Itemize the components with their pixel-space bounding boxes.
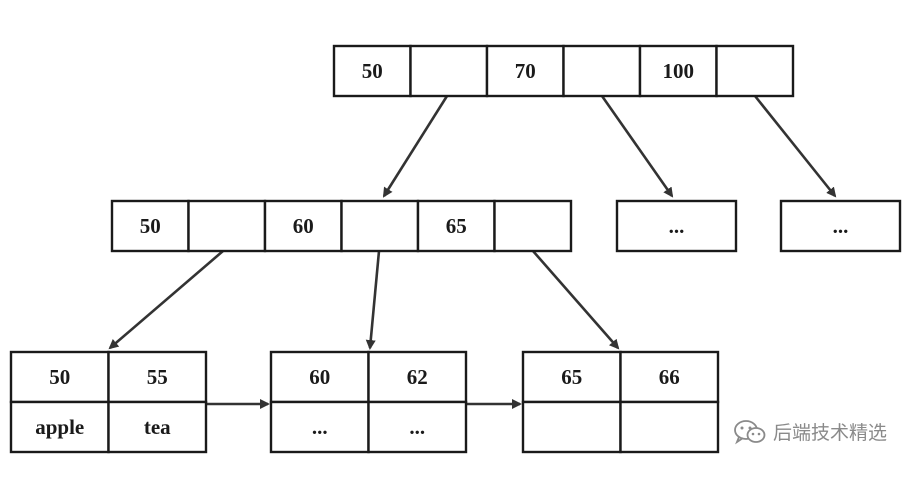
leaf-node-2: 65 66 bbox=[521, 350, 720, 454]
root-node-cell-2-label: 70 bbox=[515, 59, 536, 83]
leaf-node-0-value-0-label: apple bbox=[35, 415, 84, 439]
level1-collapsed-node-1-cell-label: ... bbox=[833, 214, 849, 238]
root-node-cell-1-box bbox=[409, 44, 489, 98]
root-node-cell-3-box bbox=[562, 44, 642, 98]
leaf-node-0-value-0: apple bbox=[9, 400, 110, 454]
leaf-node-2-key-0-label: 65 bbox=[561, 365, 582, 389]
root-node-cell-0-label: 50 bbox=[362, 59, 383, 83]
root-node-cell-0-box bbox=[332, 44, 412, 98]
leaf-node-0: 50 55 apple tea bbox=[9, 350, 208, 454]
edge-internal-to-leaf-2 bbox=[532, 250, 620, 350]
leaf-node-1-value-0-box bbox=[269, 400, 370, 454]
leaf-node-2-value-0-box bbox=[521, 400, 622, 454]
leaf-node-1-value-0: ... bbox=[269, 400, 370, 454]
root-node-cell-1 bbox=[409, 44, 489, 98]
leaf-node-1-value-1-label: ... bbox=[409, 415, 425, 439]
watermark-text: 后端技术精选 bbox=[773, 422, 888, 444]
level1-internal-node-cell-3-box bbox=[340, 199, 420, 253]
level1-internal-node-cell-3 bbox=[340, 199, 420, 253]
level1-collapsed-node-1-cell-box bbox=[779, 199, 902, 253]
leaf-node-2-key-0: 65 bbox=[521, 350, 622, 404]
wechat-icon bbox=[734, 419, 766, 444]
leaf-node-0-value-0-box bbox=[9, 400, 110, 454]
edge-root-to-collapsed-1 bbox=[753, 95, 837, 198]
level1-internal-node-cell-5 bbox=[493, 199, 573, 253]
level1-internal-node-cell-4-box bbox=[416, 199, 496, 253]
tree-edges bbox=[108, 95, 837, 409]
root-node-cell-0: 50 bbox=[332, 44, 412, 98]
leaf-node-2-value-1-box bbox=[619, 400, 720, 454]
leaf-node-0-key-0-label: 50 bbox=[49, 365, 70, 389]
leaf-node-1-key-1: 62 bbox=[367, 350, 468, 404]
leaf-node-2-key-0-box bbox=[521, 350, 622, 404]
edge-internal-to-leaf-1 bbox=[365, 250, 381, 350]
level1-internal-node-cell-1 bbox=[187, 199, 267, 253]
level1-internal-node-cell-2: 60 bbox=[263, 199, 343, 253]
level1-internal-node-cell-4: 65 bbox=[416, 199, 496, 253]
level1-internal-node-cell-5-box bbox=[493, 199, 573, 253]
leaf-node-2-key-1-label: 66 bbox=[659, 365, 680, 389]
leaf-node-0-value-1-box bbox=[107, 400, 208, 454]
level1-collapsed-node-0-cell-box bbox=[615, 199, 738, 253]
watermark: 后端技术精选 bbox=[733, 418, 887, 445]
leaf-node-0-key-1-label: 55 bbox=[147, 365, 168, 389]
leaf-node-1-value-0-label: ... bbox=[312, 415, 328, 439]
root-node-cell-2: 70 bbox=[485, 44, 565, 98]
leaf-node-1-key-0: 60 bbox=[269, 350, 370, 404]
root-node-cell-3 bbox=[562, 44, 642, 98]
edge-internal-to-leaf-0 bbox=[108, 250, 224, 350]
leaf-node-0-key-1: 55 bbox=[107, 350, 208, 404]
leaf-node-1: 60 62...... bbox=[269, 350, 468, 454]
root-node-cell-2-box bbox=[485, 44, 565, 98]
root-node: 50 70 100 bbox=[332, 44, 795, 98]
level1-collapsed-node-0-cell: ... bbox=[615, 199, 738, 253]
leaf-node-2-key-1-box bbox=[619, 350, 720, 404]
level1-collapsed-node-0: ... bbox=[615, 199, 738, 253]
leaf-node-0-key-1-box bbox=[107, 350, 208, 404]
edge-root-to-collapsed-0 bbox=[600, 95, 674, 198]
leaf-node-2-value-0 bbox=[521, 400, 622, 454]
leaf-node-2-key-1: 66 bbox=[619, 350, 720, 404]
level1-internal-node-cell-2-label: 60 bbox=[293, 214, 314, 238]
level1-internal-node: 50 60 65 bbox=[110, 199, 573, 253]
leaf-node-1-key-0-label: 60 bbox=[309, 365, 330, 389]
root-node-cell-4-label: 100 bbox=[663, 59, 695, 83]
level1-collapsed-node-1: ... bbox=[779, 199, 902, 253]
level1-internal-node-cell-0-label: 50 bbox=[140, 214, 161, 238]
leaf-node-0-key-0: 50 bbox=[9, 350, 110, 404]
leaf-node-1-key-1-box bbox=[367, 350, 468, 404]
root-node-cell-4: 100 bbox=[638, 44, 718, 98]
leaf-node-1-key-1-label: 62 bbox=[407, 365, 428, 389]
root-node-cell-5 bbox=[715, 44, 795, 98]
leaf-node-2-value-1 bbox=[619, 400, 720, 454]
leaf-node-1-value-1-box bbox=[367, 400, 468, 454]
level1-collapsed-node-1-cell: ... bbox=[779, 199, 902, 253]
leaf-node-0-value-1-label: tea bbox=[144, 415, 171, 439]
level1-internal-node-cell-4-label: 65 bbox=[446, 214, 467, 238]
leaf-node-1-value-1: ... bbox=[367, 400, 468, 454]
level1-internal-node-cell-1-box bbox=[187, 199, 267, 253]
root-node-cell-5-box bbox=[715, 44, 795, 98]
leaf-node-0-value-1: tea bbox=[107, 400, 208, 454]
level1-internal-node-cell-0: 50 bbox=[110, 199, 190, 253]
edge-root-to-level1-internal bbox=[382, 95, 449, 198]
tree-nodes: 50 70 100 50 60 65...... 50 55 apple tea 60 62.....… bbox=[9, 44, 902, 454]
level1-collapsed-node-0-cell-label: ... bbox=[669, 214, 685, 238]
